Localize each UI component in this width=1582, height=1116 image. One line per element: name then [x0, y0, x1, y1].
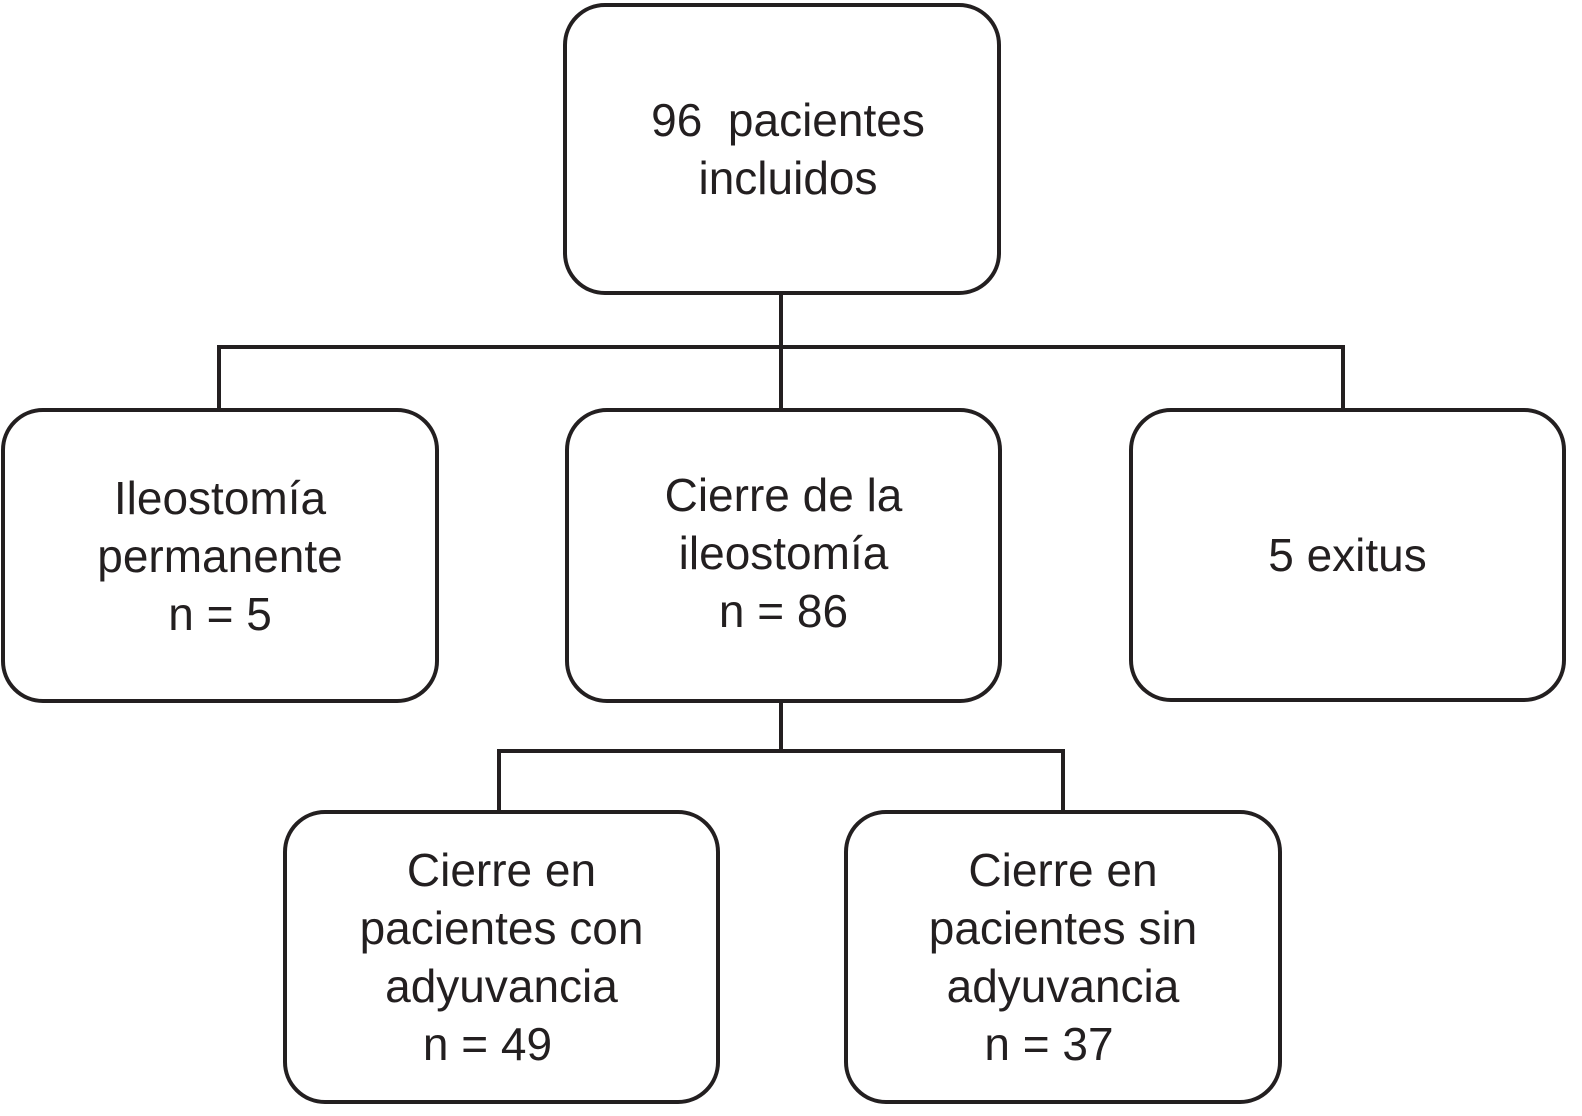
node-patients-included: 96 pacientes incluidos: [563, 3, 1001, 295]
node-text-line: Cierre de la: [664, 468, 903, 521]
node-text-line: 5 exitus: [1268, 529, 1427, 581]
node-patients-included-text: 96 pacientes incluidos: [651, 91, 925, 207]
node-closure-without-adjuvant: Cierre en pacientes sin adyuvancia n = 3…: [844, 810, 1282, 1104]
node-closure-without-adjuvant-text: Cierre en pacientes sin adyuvancia n = 3…: [929, 841, 1198, 1073]
node-exitus-text: 5 exitus: [1268, 526, 1427, 584]
node-closure-with-adjuvant: Cierre en pacientes con adyuvancia n = 4…: [283, 810, 720, 1104]
node-closure-with-adjuvant-text: Cierre en pacientes con adyuvancia n = 4…: [360, 841, 644, 1073]
node-text-line: Ileostomía: [113, 471, 327, 524]
node-text-line: 96 pacientes: [651, 94, 925, 146]
node-text-line: Cierre en: [968, 844, 1158, 896]
node-permanent-ileostomy: Ileostomía permanente n = 5: [1, 408, 439, 703]
node-text-line: adyuvancia: [946, 960, 1180, 1012]
node-text-line: pacientes sin: [928, 902, 1198, 954]
node-count: n = 86: [718, 584, 849, 637]
node-ileostomy-closure-text: Cierre de la ileostomía n = 86: [665, 466, 903, 640]
node-count: n = 5: [168, 587, 272, 640]
node-count: n = 37: [984, 1018, 1114, 1070]
node-count: n = 49: [422, 1018, 553, 1070]
node-ileostomy-closure: Cierre de la ileostomía n = 86: [565, 408, 1002, 703]
node-exitus: 5 exitus: [1129, 408, 1566, 702]
node-text-line: permanente: [97, 529, 343, 582]
node-text-line: adyuvancia: [385, 960, 618, 1012]
node-text-line: incluidos: [698, 152, 878, 204]
node-permanent-ileostomy-text: Ileostomía permanente n = 5: [97, 469, 343, 643]
node-text-line: pacientes con: [359, 902, 644, 954]
node-text-line: ileostomía: [678, 526, 889, 579]
node-text-line: Cierre en: [406, 844, 597, 896]
